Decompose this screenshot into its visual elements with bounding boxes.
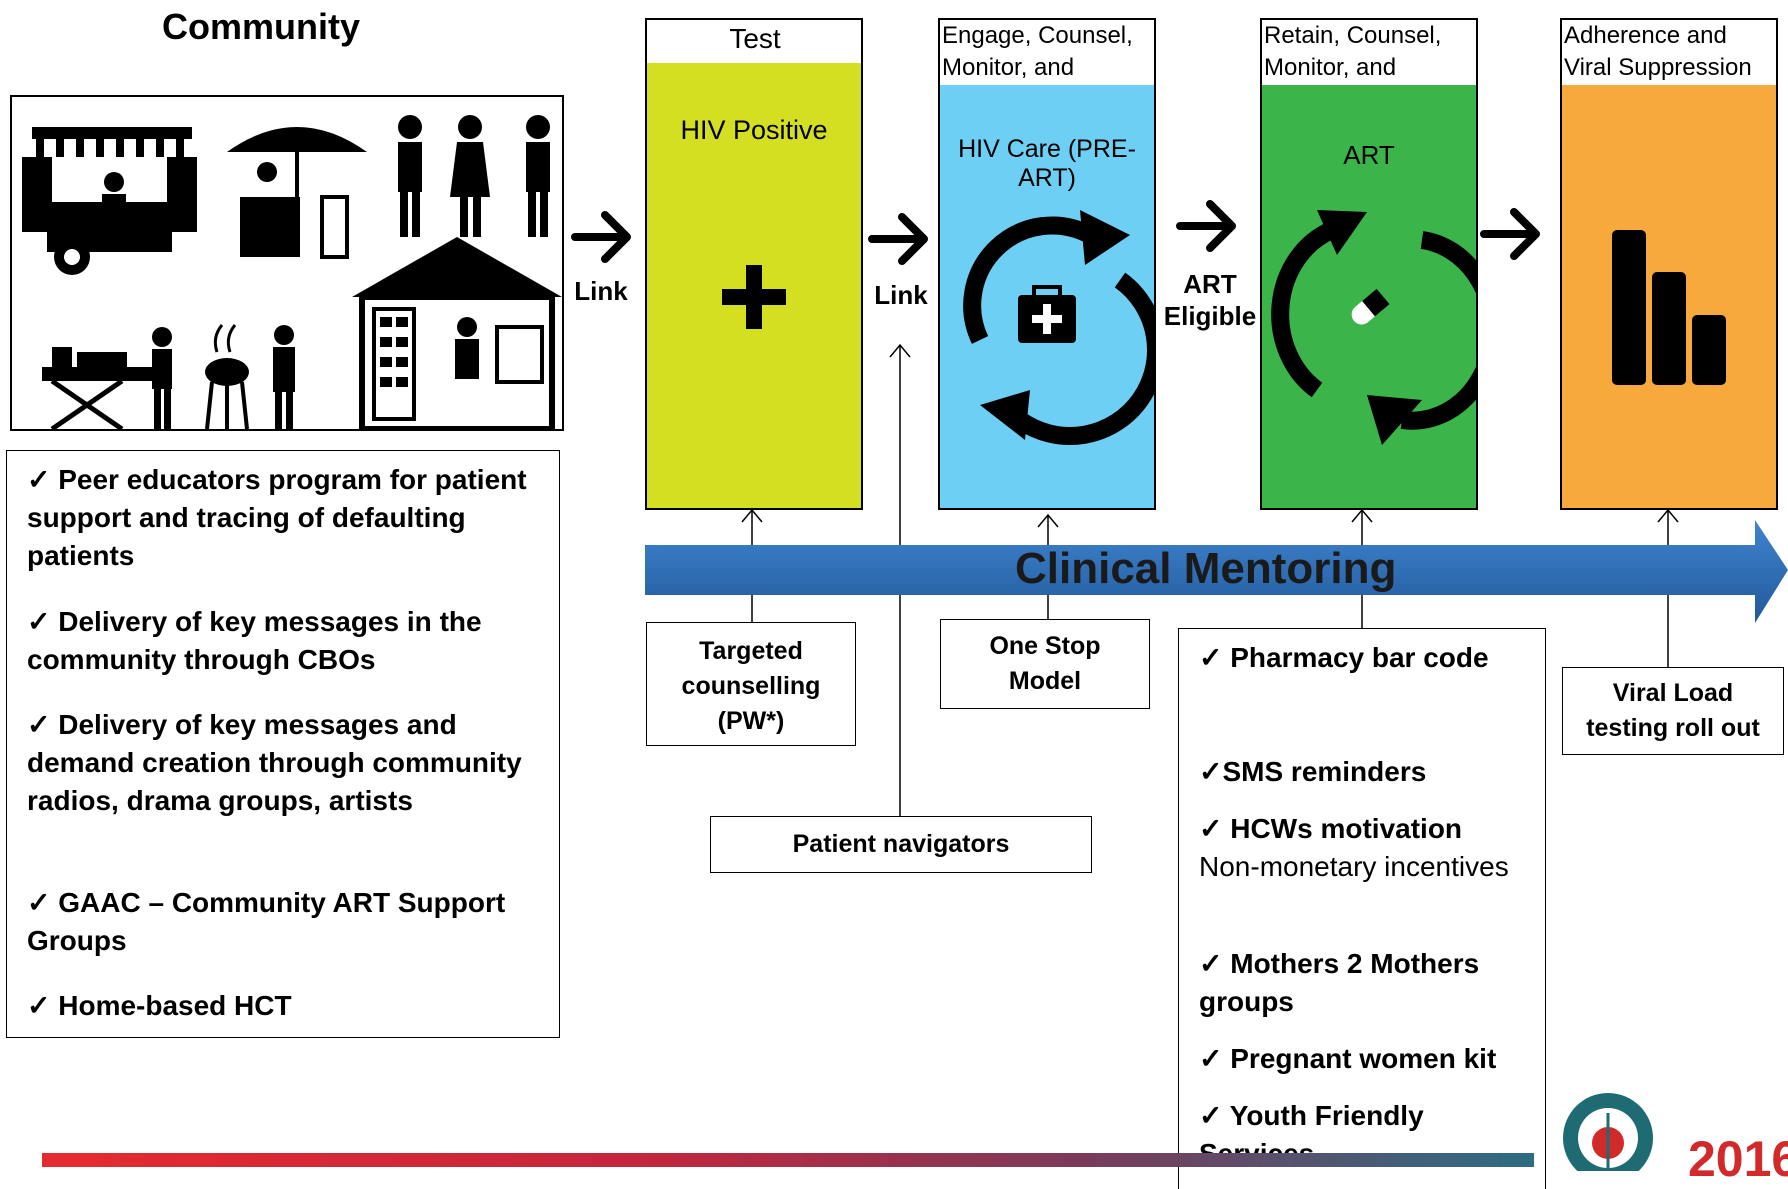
stage-test: Test HIV Positive [645, 18, 863, 510]
footer-gradient-bar [42, 1153, 1534, 1167]
patient-navigators-box: Patient navigators [710, 816, 1092, 873]
right-arrow-icon [571, 211, 631, 263]
art-eligible-label: ART Eligible [1163, 269, 1257, 331]
clinical-mentoring-label: Clinical Mentoring [1015, 544, 1397, 593]
conference-year: 2016 [1688, 1131, 1788, 1187]
clinical-mentoring-arrow [645, 520, 1788, 623]
stage-header: Test [729, 23, 781, 54]
right-arrow-icon [1480, 208, 1540, 260]
one-stop-model-box: One Stop Model [940, 619, 1150, 709]
community-item: ✓ GAAC – Community ART Support Groups [27, 887, 506, 956]
stage-label: HIV Care (PRE-ART) [958, 135, 1136, 192]
community-item: ✓ Delivery of key messages in the commun… [27, 606, 482, 675]
cycle-arrows-icon [963, 210, 1154, 446]
community-illustration [10, 95, 564, 432]
art-support-item: ✓ Mothers 2 Mothers groups [1199, 948, 1480, 1017]
stage-adherence: Adherence and Viral Suppression [1560, 18, 1778, 510]
community-title: Community [162, 6, 360, 47]
art-support-item: ✓ Pharmacy bar code [1199, 642, 1489, 673]
community-item: ✓ Delivery of key messages and demand cr… [27, 709, 522, 816]
art-support-item: ✓ Pregnant women kit [1199, 1043, 1497, 1074]
community-checklist: ✓ Peer educators program for patient sup… [6, 450, 560, 1038]
viral-load-box: Viral Load testing roll out [1562, 667, 1784, 755]
bar-chart-icon [1612, 230, 1726, 385]
link-label: Link [874, 280, 928, 310]
conference-logo [1563, 1093, 1653, 1171]
community-item: ✓ Home-based HCT [27, 990, 292, 1021]
stage-label: HIV Positive [680, 115, 828, 145]
stage-label: ART [1343, 140, 1395, 170]
pills-icon [1351, 288, 1390, 325]
right-arrow-icon [868, 213, 928, 265]
right-arrow-icon [1176, 200, 1236, 252]
targeted-counselling-box: Targeted counselling (PW*) [646, 622, 856, 746]
community-item: ✓ Peer educators program for patient sup… [27, 464, 527, 571]
stage-hiv-care: Engage, Counsel, Monitor, and Support HI… [938, 18, 1156, 510]
art-support-item: ✓SMS reminders [1199, 756, 1427, 787]
art-support-item: ✓ HCWs motivation Non-monetary incentive… [1199, 813, 1509, 882]
stage-header: Adherence and Viral Suppression [1564, 22, 1752, 81]
art-support-list: ✓ Pharmacy bar code ✓SMS reminders ✓ HCW… [1178, 628, 1546, 1189]
first-aid-kit-icon [1018, 285, 1076, 343]
link-label: Link [574, 276, 628, 306]
plus-icon [722, 265, 786, 329]
community-pictogram-icon [22, 115, 562, 432]
stage-art: Retain, Counsel, Monitor, and Support AR… [1260, 18, 1478, 510]
cycle-arrows-icon [1271, 210, 1476, 445]
